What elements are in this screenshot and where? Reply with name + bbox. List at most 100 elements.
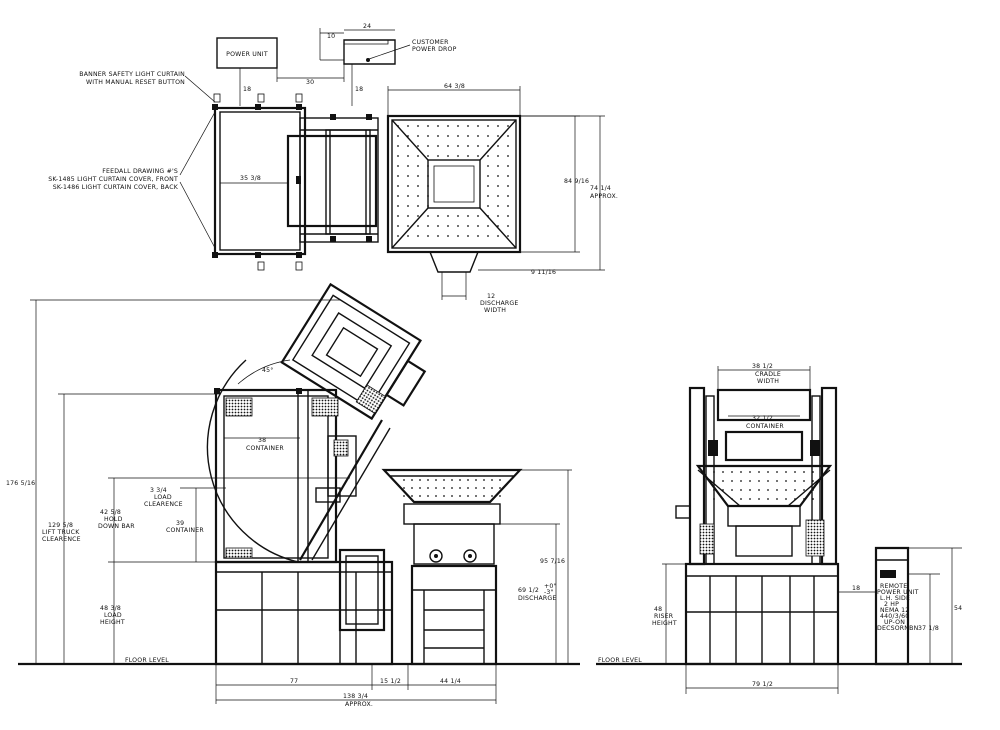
texture-dot	[467, 135, 469, 137]
hopper-outer	[386, 114, 522, 254]
texture-dot	[435, 487, 437, 489]
texture-dot	[447, 125, 449, 127]
dim-10: 10	[327, 33, 335, 40]
texture-dot	[487, 185, 489, 187]
texture-dot	[411, 479, 413, 481]
dim-74: 74 1/4	[590, 185, 611, 192]
side-elevation: FLOOR LEVEL 176 5/16 129 5/8 LIFT TRUCK …	[6, 282, 580, 708]
texture-dot	[417, 165, 419, 167]
dim-138: 138 3/4	[343, 693, 368, 700]
dim-84: 84 9/16	[564, 178, 589, 185]
hopper-dots	[397, 125, 509, 237]
texture-dot	[507, 135, 509, 137]
texture-dot	[403, 479, 405, 481]
texture-dot	[407, 135, 409, 137]
texture-dot	[419, 479, 421, 481]
texture-dot	[467, 495, 469, 497]
texture-dot	[767, 471, 769, 473]
texture-dot	[467, 487, 469, 489]
texture-dot	[487, 205, 489, 207]
texture-dot	[417, 205, 419, 207]
texture-dot	[447, 155, 449, 157]
dim-64: 64 3/8	[444, 83, 465, 90]
tilted-cradle	[280, 282, 427, 421]
texture-dot	[507, 195, 509, 197]
remote-label-7: UP-ON	[884, 619, 905, 626]
remote-label-3: L.H. SIDE	[880, 595, 910, 602]
texture-dot	[507, 205, 509, 207]
texture-dot	[812, 489, 814, 491]
remote-label-6: 440/3/60	[880, 613, 909, 620]
texture-dot	[397, 175, 399, 177]
texture-dot	[417, 145, 419, 147]
dim-79: 79 1/2	[752, 681, 773, 688]
texture-dot	[491, 487, 493, 489]
texture-dot	[776, 480, 778, 482]
texture-dot	[427, 225, 429, 227]
texture-dot	[491, 479, 493, 481]
texture-dot	[417, 215, 419, 217]
discharge-width-label-2: WIDTH	[484, 307, 506, 314]
dim-95: 95 7/16	[540, 558, 565, 565]
texture-dot	[467, 125, 469, 127]
lift-truck-label-2: CLEARENCE	[42, 536, 81, 543]
texture-dot	[785, 498, 787, 500]
cradle-width-label-2: WIDTH	[757, 378, 779, 385]
feedall-label-1: FEEDALL DRAWING #'S	[102, 168, 178, 175]
texture-dot	[487, 165, 489, 167]
texture-dot	[740, 480, 742, 482]
texture-dot	[767, 489, 769, 491]
texture-dot	[497, 235, 499, 237]
load-clearance-label-1: LOAD	[154, 494, 172, 501]
texture-dot	[435, 495, 437, 497]
texture-dot	[403, 495, 405, 497]
load-clearance-label-2: CLEARENCE	[144, 501, 183, 508]
texture-dot	[427, 479, 429, 481]
texture-dot	[497, 165, 499, 167]
texture-dot	[457, 135, 459, 137]
texture-dot	[407, 205, 409, 207]
texture-dot	[740, 489, 742, 491]
texture-dot	[803, 480, 805, 482]
texture-dot	[749, 471, 751, 473]
feedall-label-2: SK-1485 LIGHT CURTAIN COVER, FRONT	[48, 176, 178, 183]
banner-label-1: BANNER SAFETY LIGHT CURTAIN	[79, 71, 185, 78]
texture-dot	[447, 225, 449, 227]
texture-dot	[758, 498, 760, 500]
dim-129: 129 5/8	[48, 522, 73, 529]
tower-frame	[214, 388, 338, 564]
texture-dot	[758, 489, 760, 491]
texture-dot	[483, 495, 485, 497]
discharge-width-label-1: DISCHARGE	[480, 300, 519, 307]
texture-dot	[443, 487, 445, 489]
angle-label: 45°	[262, 366, 274, 374]
texture-dot	[477, 225, 479, 227]
power-unit-box	[216, 37, 278, 69]
texture-dot	[497, 225, 499, 227]
texture-dot	[397, 235, 399, 237]
texture-dot	[411, 495, 413, 497]
texture-dot	[407, 225, 409, 227]
container-label: CONTAINER	[246, 445, 284, 452]
texture-dot	[417, 135, 419, 137]
texture-dot	[437, 125, 439, 127]
texture-dot	[713, 498, 715, 500]
dim-69-sub: -3"	[544, 589, 554, 596]
texture-dot	[812, 471, 814, 473]
texture-dot	[477, 155, 479, 157]
texture-dot	[417, 155, 419, 157]
texture-dot	[497, 155, 499, 157]
texture-dot	[427, 145, 429, 147]
hold-down-bar-label-2: DOWN BAR	[98, 523, 135, 530]
texture-dot	[467, 155, 469, 157]
texture-dot	[507, 225, 509, 227]
texture-dot	[437, 235, 439, 237]
texture-dot	[457, 125, 459, 127]
texture-dot	[417, 125, 419, 127]
container-39-label: CONTAINER	[166, 527, 204, 534]
lift-truck-label-1: LIFT TRUCK	[42, 529, 80, 536]
texture-dot	[397, 225, 399, 227]
dim-30: 30	[306, 79, 314, 86]
texture-dot	[427, 495, 429, 497]
